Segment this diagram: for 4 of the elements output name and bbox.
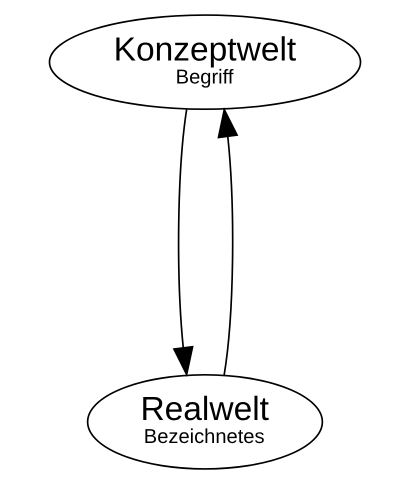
arrow (172, 110, 194, 378)
node-ellipse: Realwelt Bezeichnetes (86, 374, 323, 470)
arrow (216, 107, 238, 376)
node-ellipse: Konzeptwelt Begriff (48, 14, 361, 110)
